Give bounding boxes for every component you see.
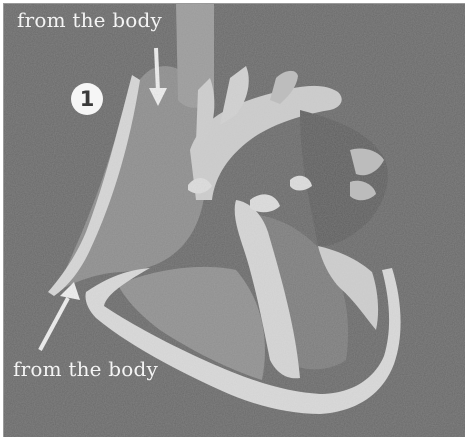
label-from-the-body-bottom: from the body (13, 358, 158, 380)
label-from-the-body-top: from the body (17, 9, 162, 31)
number-one-badge: 1 (71, 83, 103, 115)
